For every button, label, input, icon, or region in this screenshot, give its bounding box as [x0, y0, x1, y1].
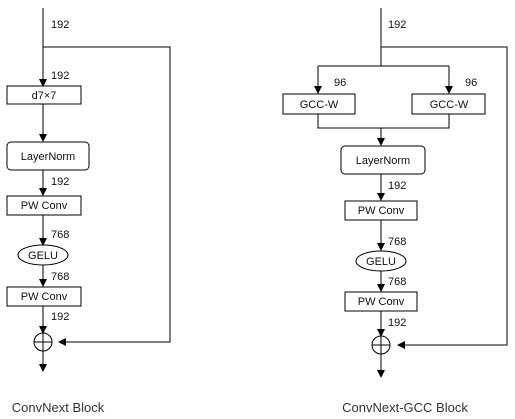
pwconv2-box [6, 286, 82, 307]
gelu-out-dim-label: 768 [388, 276, 406, 288]
pw1-out-dim-label: 768 [51, 229, 69, 241]
ln-out-dim-label: 192 [51, 176, 69, 188]
gcc-left-box [282, 93, 356, 115]
split-left-dim-label: 96 [334, 77, 346, 89]
split-right-dim-label: 96 [465, 77, 477, 89]
pwconv2-label: PW Conv [21, 291, 68, 303]
dwconv-label: d7×7 [32, 90, 57, 102]
pwconv1-box [6, 195, 82, 216]
gelu-label: GELU [28, 250, 58, 262]
gcc-right-label: GCC-W [430, 99, 469, 111]
gcc-left-label: GCC-W [300, 99, 339, 111]
convnext-gcc-block: 192 96 96 GCC-W GCC-W LayerNorm 192 PW C… [282, 8, 508, 415]
merge-line [317, 114, 450, 129]
ln-out-dim-label: 192 [388, 180, 406, 192]
input-dim-label: 192 [388, 19, 406, 31]
pwconv1-label: PW Conv [358, 205, 405, 217]
gelu-out-dim-label: 768 [51, 271, 69, 283]
pw1-out-dim-label: 768 [388, 236, 406, 248]
residual-connection [381, 46, 508, 349]
pwconv2-label: PW Conv [358, 296, 405, 308]
left-caption: ConvNext Block [12, 400, 105, 415]
input-dim-label: 192 [51, 19, 69, 31]
conv-input-dim-label: 192 [51, 70, 69, 82]
dwconv-box [6, 85, 82, 105]
right-caption: ConvNext-GCC Block [342, 400, 468, 415]
layernorm-label: LayerNorm [356, 155, 410, 167]
residual-connection [43, 46, 171, 346]
layernorm-label: LayerNorm [21, 151, 75, 163]
pw2-out-dim-label: 192 [51, 311, 69, 323]
add-icon [33, 332, 53, 352]
add-icon [371, 335, 391, 355]
convnext-block: 192 192 d7×7 LayerNorm 192 PW Conv 768 G… [6, 8, 171, 415]
pw2-out-dim-label: 192 [388, 317, 406, 329]
layernorm-box [6, 141, 90, 171]
layernorm-box [340, 145, 426, 175]
pwconv1-label: PW Conv [21, 200, 68, 212]
gelu-label: GELU [366, 256, 396, 268]
